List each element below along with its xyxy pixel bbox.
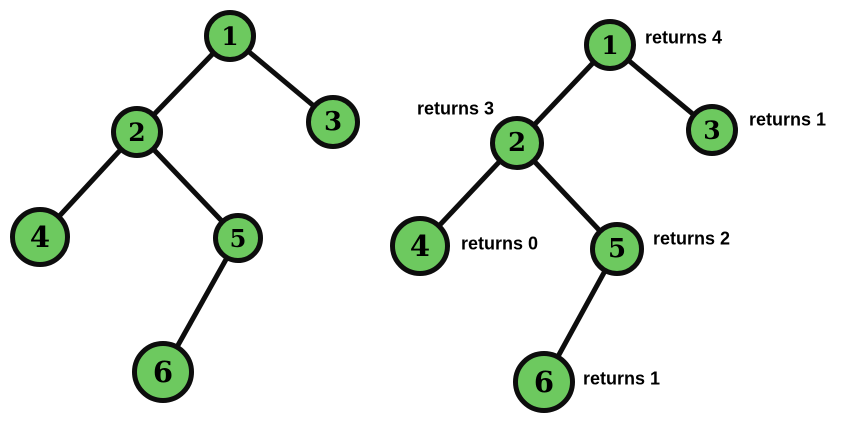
node-value: 6 [533,365,555,399]
annotated-tree-node-1: 1 [584,19,636,71]
plain-tree-node-1: 1 [204,10,256,62]
node-value: 3 [323,107,343,137]
returns-annotation-node-4: returns 0 [461,233,539,254]
node-value: 1 [221,21,239,51]
node-value: 4 [29,220,51,254]
node-value: 5 [607,234,627,264]
node-value: 6 [152,355,174,389]
node-value: 2 [128,117,146,147]
annotated-tree-node-2: 2 [490,116,544,170]
returns-annotation-node-6: returns 1 [583,368,661,389]
returns-annotation-node-5: returns 2 [653,228,731,249]
node-value: 3 [703,115,721,145]
plain-tree-node-2: 2 [111,106,163,158]
plain-tree-node-6: 6 [132,341,194,403]
node-value: 2 [507,128,527,158]
returns-annotation-node-1: returns 4 [645,27,723,48]
returns-annotation-node-2: returns 3 [417,98,495,119]
returns-annotation-node-3: returns 1 [749,109,827,130]
node-value: 5 [229,223,247,253]
node-value: 4 [409,229,431,263]
annotated-tree-node-5: 5 [590,222,644,276]
plain-tree-node-5: 5 [213,213,263,263]
annotated-tree-node-6: 6 [513,351,575,413]
plain-tree-node-3: 3 [306,95,360,149]
annotated-tree-node-4: 4 [390,216,450,276]
plain-tree-node-4: 4 [10,207,70,267]
node-value: 1 [601,30,619,60]
annotated-tree-node-3: 3 [686,104,738,156]
